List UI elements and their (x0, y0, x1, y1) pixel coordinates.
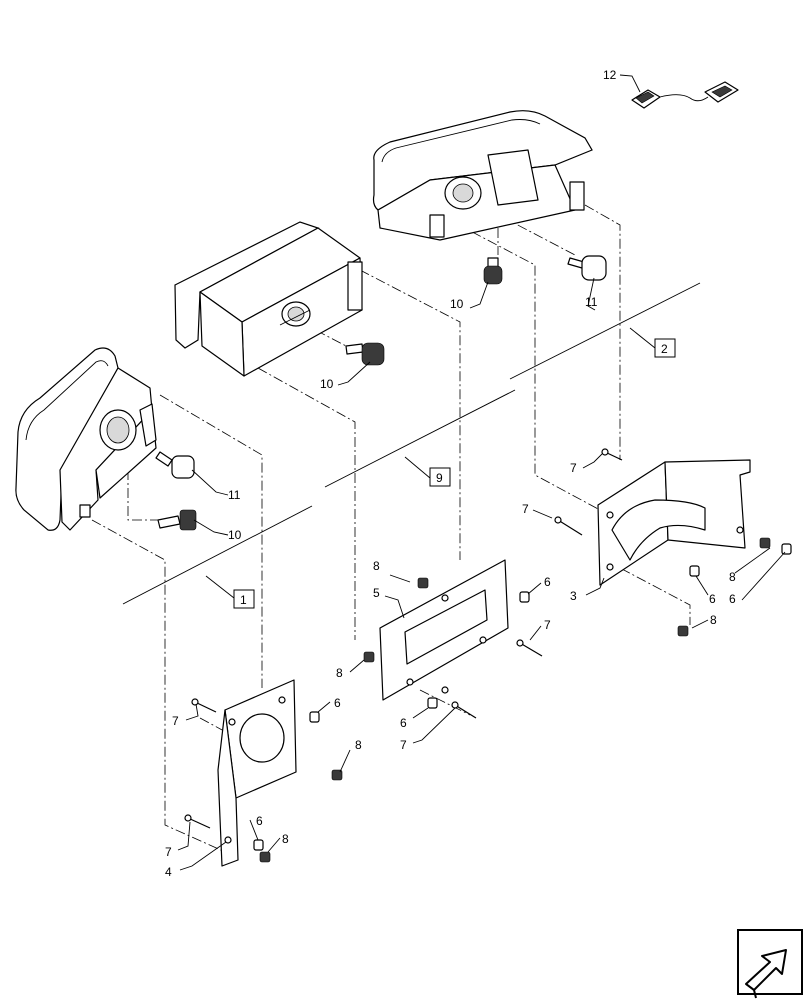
callout-6-d: 6 (729, 592, 736, 606)
next-page-arrow-icon[interactable] (737, 929, 803, 999)
callout-box-2: 2 (654, 338, 676, 358)
bulb-10-left (157, 509, 197, 531)
callout-1: 1 (240, 593, 247, 607)
center-tail-lamp (174, 221, 363, 377)
callout-8-d: 8 (729, 570, 736, 584)
callout-box-9: 9 (429, 467, 451, 487)
assembly-plane-2 (509, 282, 701, 380)
callout-6-a: 6 (544, 575, 551, 589)
mounting-bracket-4 (217, 679, 297, 867)
callout-7-c: 7 (544, 618, 551, 632)
callout-8-b: 8 (710, 613, 717, 627)
callout-3: 3 (570, 589, 577, 603)
callout-10-left: 10 (228, 528, 242, 542)
leader-lines (177, 74, 786, 871)
callout-box-1: 1 (233, 589, 255, 609)
callout-10-center: 10 (320, 377, 334, 391)
wire-harness (631, 81, 739, 109)
callout-6-f: 6 (256, 814, 263, 828)
callout-9: 9 (436, 471, 443, 485)
fasteners (184, 448, 792, 863)
callout-6-b: 6 (400, 716, 407, 730)
callout-8-e: 8 (355, 738, 362, 752)
callout-8-a: 8 (373, 559, 380, 573)
mounting-bracket-3 (597, 459, 751, 586)
callout-6-e: 6 (334, 696, 341, 710)
bulb-11-right (567, 255, 607, 281)
callout-5: 5 (373, 586, 380, 600)
right-tail-lamp (372, 110, 593, 241)
callout-8-f: 8 (282, 832, 289, 846)
callout-labels: 12 11 10 10 11 10 7 7 3 8 5 6 7 8 8 6 7 … (165, 68, 736, 879)
left-tail-lamp (15, 347, 157, 531)
callout-7-b: 7 (522, 502, 529, 516)
assembly-plane-9 (324, 389, 516, 488)
callout-2: 2 (661, 342, 668, 356)
callout-7-f: 7 (165, 845, 172, 859)
callout-11-left: 11 (228, 488, 241, 502)
callout-7-e: 7 (172, 714, 179, 728)
assembly-plane-1 (122, 505, 313, 605)
callout-10-right: 10 (450, 297, 464, 311)
bulb-11-left (155, 451, 195, 479)
callout-6-c: 6 (709, 592, 716, 606)
callout-7-d: 7 (400, 738, 407, 752)
gasket-plate (379, 559, 509, 701)
callout-12: 12 (603, 68, 617, 82)
callout-11-right: 11 (585, 295, 598, 309)
callout-8-c: 8 (336, 666, 343, 680)
bulb-10-right (483, 257, 503, 285)
callout-4: 4 (165, 865, 172, 879)
bulb-10-center (345, 342, 385, 366)
callout-7-a: 7 (570, 461, 577, 475)
